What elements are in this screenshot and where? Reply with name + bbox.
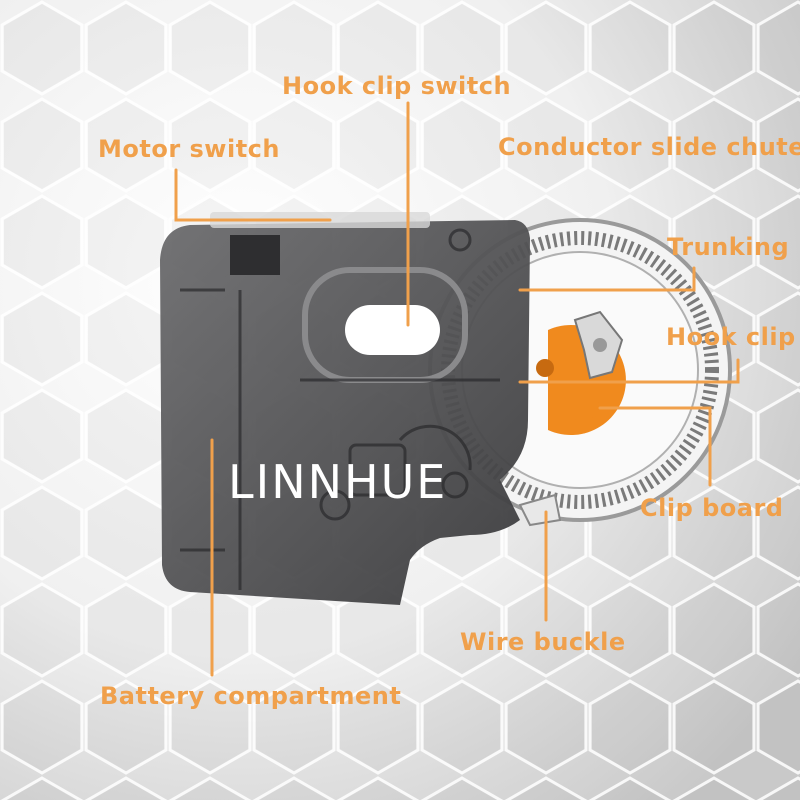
motor-switch-block [230, 235, 280, 275]
device-body [160, 220, 530, 605]
label-wire-buckle: Wire buckle [460, 628, 626, 656]
label-motor-switch: Motor switch [98, 135, 280, 163]
hook-clip-metal [573, 310, 624, 380]
label-trunking: Trunking [667, 233, 790, 261]
label-battery-compartment: Battery compartment [100, 682, 402, 710]
internal-details [180, 228, 500, 590]
label-hook-clip-switch: Hook clip switch [282, 72, 512, 100]
label-conductor-slide-chute: Conductor slide chute [498, 133, 800, 161]
wire-buckle [518, 493, 562, 527]
leader-trunking [518, 266, 696, 292]
leader-lines [174, 101, 740, 677]
leader-hook-clip [518, 358, 740, 384]
brand-logo: LINNHUE [228, 455, 447, 509]
leader-clip-board [598, 406, 712, 487]
hook-clip-switch-button [345, 305, 440, 355]
device-illustration: LINNHUE [160, 212, 732, 605]
label-clip-board: Clip board [640, 494, 784, 522]
leader-motor-switch [174, 168, 332, 222]
label-hook-clip: Hook clip [666, 323, 796, 351]
